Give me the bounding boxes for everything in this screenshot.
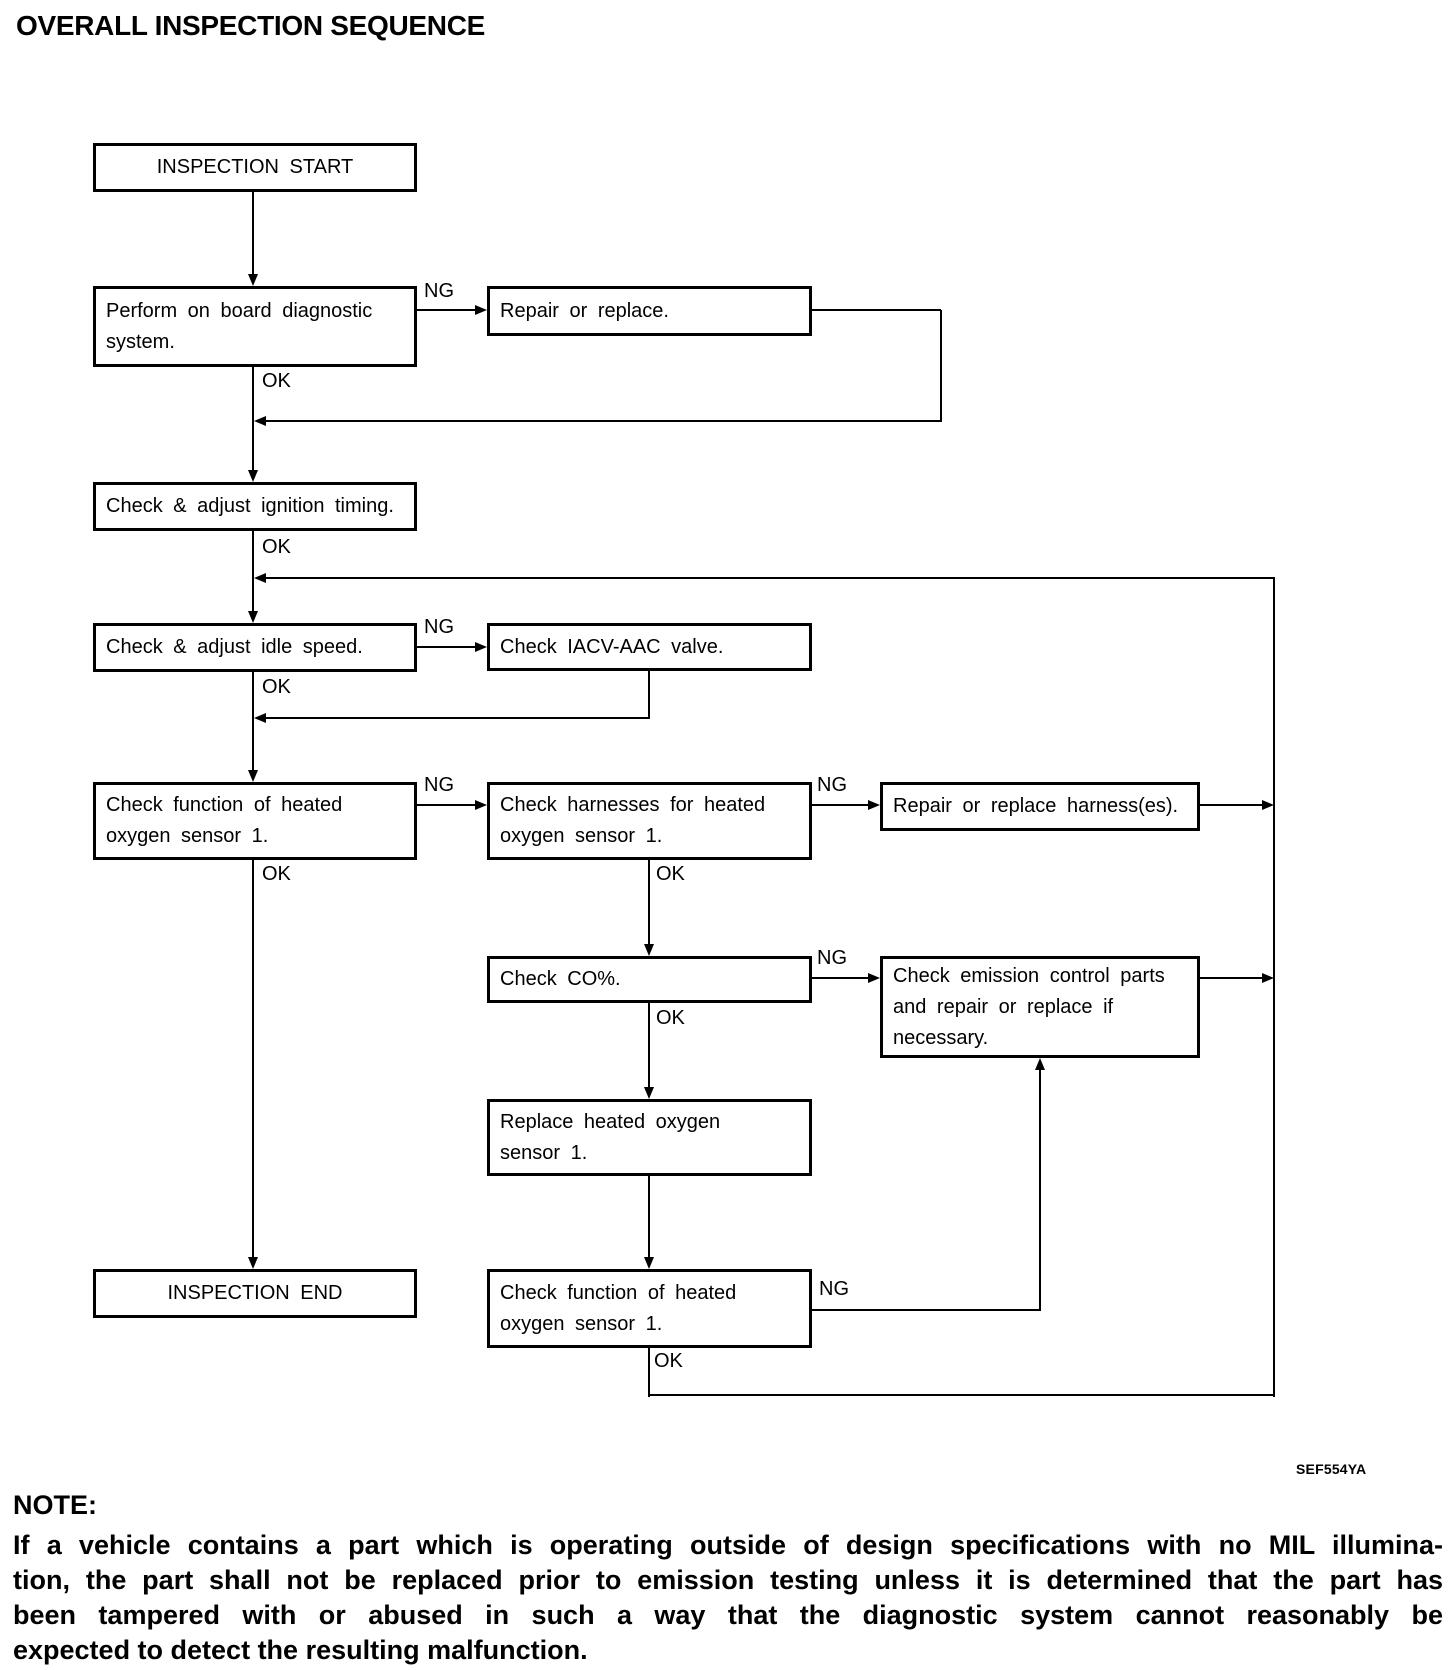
node-replace-o2-sensor: Replace heated oxygen sensor 1.: [487, 1099, 812, 1176]
arrowhead-into-replace: [644, 1087, 654, 1099]
arrowhead-into-iacv: [475, 642, 487, 652]
arrowhead-emission-to-loop: [1262, 973, 1274, 983]
arrowhead-iacv-return: [254, 713, 266, 723]
edge-label-ng-perform: NG: [424, 280, 454, 302]
arrowhead-loop-return: [254, 573, 266, 583]
arrowhead-into-recheck: [644, 1257, 654, 1269]
connector-repair-harness-exit: [1200, 804, 1263, 806]
node-iacv-aac-valve: Check IACV-AAC valve.: [487, 623, 812, 671]
connector-harness-to-co: [648, 860, 650, 945]
edge-label-ng-recheck: NG: [819, 1278, 849, 1300]
arrowhead-into-perform: [248, 274, 258, 286]
connector-perform-ng: [417, 309, 476, 311]
connector-repair-return-down: [940, 310, 942, 422]
connector-ignition-to-idle: [252, 531, 254, 612]
arrowhead-into-emission: [868, 973, 880, 983]
node-label: Check IACV-AAC valve.: [500, 635, 724, 658]
arrowhead-into-checkfn: [248, 770, 258, 782]
node-label: Check CO%.: [500, 968, 621, 990]
node-label: Replace heated oxygen sensor 1.: [500, 1110, 721, 1164]
node-check-o2-sensor-function: Check function of heated oxygen sensor 1…: [93, 782, 417, 860]
connector-iacv-return-left: [264, 717, 650, 719]
connector-idle-to-checkfn: [252, 672, 254, 771]
node-label: Check harnesses for heated oxygen sensor…: [500, 794, 766, 847]
arrowhead-repair-harness-to-loop: [1262, 800, 1274, 810]
edge-label-ng-checkfn: NG: [424, 774, 454, 796]
edge-label-ok-harness: OK: [656, 863, 685, 885]
arrowhead-into-end: [248, 1257, 258, 1269]
connector-harness-ng: [812, 804, 869, 806]
edge-label-ok-perform: OK: [262, 370, 291, 392]
page-title: OVERALL INSPECTION SEQUENCE: [16, 10, 486, 41]
note-line: expected to detect the resulting malfunc…: [13, 1635, 588, 1665]
note-line: tion, the part shall not be replaced pri…: [13, 1565, 1443, 1595]
connector-recheck-ok-down: [648, 1347, 650, 1397]
node-label: INSPECTION START: [156, 156, 354, 178]
arrowhead-into-ignition: [248, 470, 258, 482]
note-line: If a vehicle contains a part which is op…: [13, 1530, 1443, 1560]
edge-label-ok-co: OK: [656, 1007, 685, 1029]
edge-label-ng-idle: NG: [424, 616, 454, 638]
connector-start-to-perform: [252, 192, 254, 275]
arrowhead-into-harness: [475, 800, 487, 810]
connector-idle-ng: [417, 646, 476, 648]
connector-iacv-return-down: [648, 670, 650, 719]
arrowhead-into-emission-bottom: [1035, 1058, 1045, 1070]
node-label: Check function of heated oxygen sensor 1…: [106, 794, 343, 847]
edge-label-ok-checkfn: OK: [262, 863, 291, 885]
node-inspection-start: INSPECTION START: [93, 143, 417, 192]
arrowhead-repair-return: [254, 416, 266, 426]
edge-label-ok-ignition: OK: [262, 536, 291, 558]
node-check-co: Check CO%.: [487, 956, 812, 1003]
connector-right-loop-vertical: [1273, 577, 1275, 1397]
note-heading: NOTE:: [13, 1490, 97, 1520]
connector-repair-return-left: [264, 420, 942, 422]
edge-label-ng-co: NG: [817, 947, 847, 969]
node-label: INSPECTION END: [167, 1282, 343, 1304]
connector-recheck-ng-up: [1039, 1070, 1041, 1311]
arrowhead-into-idle: [248, 611, 258, 623]
connector-recheck-ng-right: [812, 1309, 1041, 1311]
connector-checkfn-ng: [417, 804, 476, 806]
node-label: Repair or replace harness(es).: [893, 795, 1179, 817]
connector-bottom-loop: [648, 1394, 1275, 1396]
connector-co-ng: [812, 977, 869, 979]
connector-co-to-replace: [648, 1003, 650, 1088]
node-label: Check & adjust idle speed.: [106, 636, 363, 658]
edge-label-ng-harness: NG: [817, 774, 847, 796]
node-check-o2-harnesses: Check harnesses for heated oxygen sensor…: [487, 782, 812, 860]
edge-label-ok-idle: OK: [262, 676, 291, 698]
connector-repair-exit: [812, 309, 941, 311]
figure-code: SEF554YA: [1296, 1461, 1367, 1477]
connector-replace-to-recheck: [648, 1176, 650, 1258]
edge-label-ok-recheck: OK: [654, 1350, 683, 1372]
connector-loop-return-left: [264, 577, 1275, 579]
node-label: Check function of heated oxygen sensor 1…: [500, 1281, 737, 1335]
node-repair-harnesses: Repair or replace harness(es).: [880, 782, 1200, 831]
connector-perform-to-ignition: [252, 367, 254, 471]
node-inspection-end: INSPECTION END: [93, 1269, 417, 1318]
node-label: Check & adjust ignition timing.: [106, 495, 394, 517]
connector-checkfn-to-end: [252, 860, 254, 1258]
node-recheck-o2-sensor-function: Check function of heated oxygen sensor 1…: [487, 1269, 812, 1348]
node-idle-speed: Check & adjust idle speed.: [93, 623, 417, 672]
node-perform-obd: Perform on board diagnostic system.: [93, 286, 417, 367]
node-check-emission-parts: Check emission control parts and repair …: [880, 956, 1200, 1058]
note-line: been tampered with or abused in such a w…: [13, 1600, 1443, 1630]
node-label: Repair or replace.: [500, 299, 669, 322]
arrowhead-into-co: [644, 944, 654, 956]
arrowhead-into-repair-harness: [868, 800, 880, 810]
node-label: Perform on board diagnostic system.: [106, 299, 373, 353]
node-ignition-timing: Check & adjust ignition timing.: [93, 482, 417, 531]
connector-emission-exit: [1200, 977, 1263, 979]
node-label: Check emission control parts and repair …: [893, 964, 1165, 1049]
arrowhead-into-repair: [475, 305, 487, 315]
node-repair-or-replace: Repair or replace.: [487, 286, 812, 336]
